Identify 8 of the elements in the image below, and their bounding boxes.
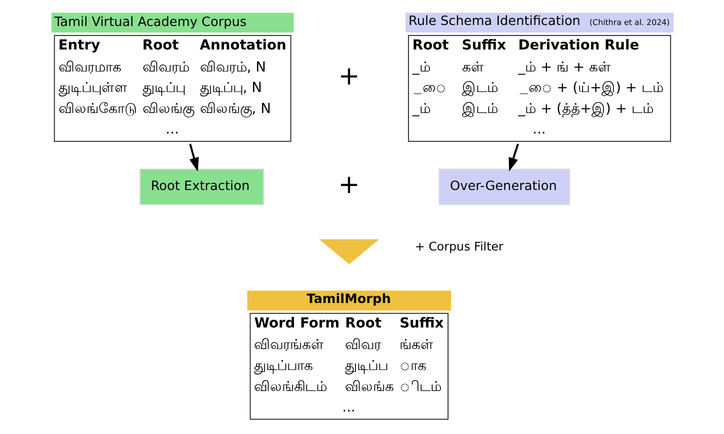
node-triangle — [319, 239, 380, 264]
label: + — [338, 170, 360, 200]
node-label: + Corpus Filter — [414, 240, 504, 254]
node-box: Over-Generation — [438, 168, 570, 206]
label: + — [338, 61, 360, 92]
node-box: Root Extraction — [139, 168, 264, 206]
arrow — [189, 144, 199, 172]
arrow — [508, 144, 519, 172]
